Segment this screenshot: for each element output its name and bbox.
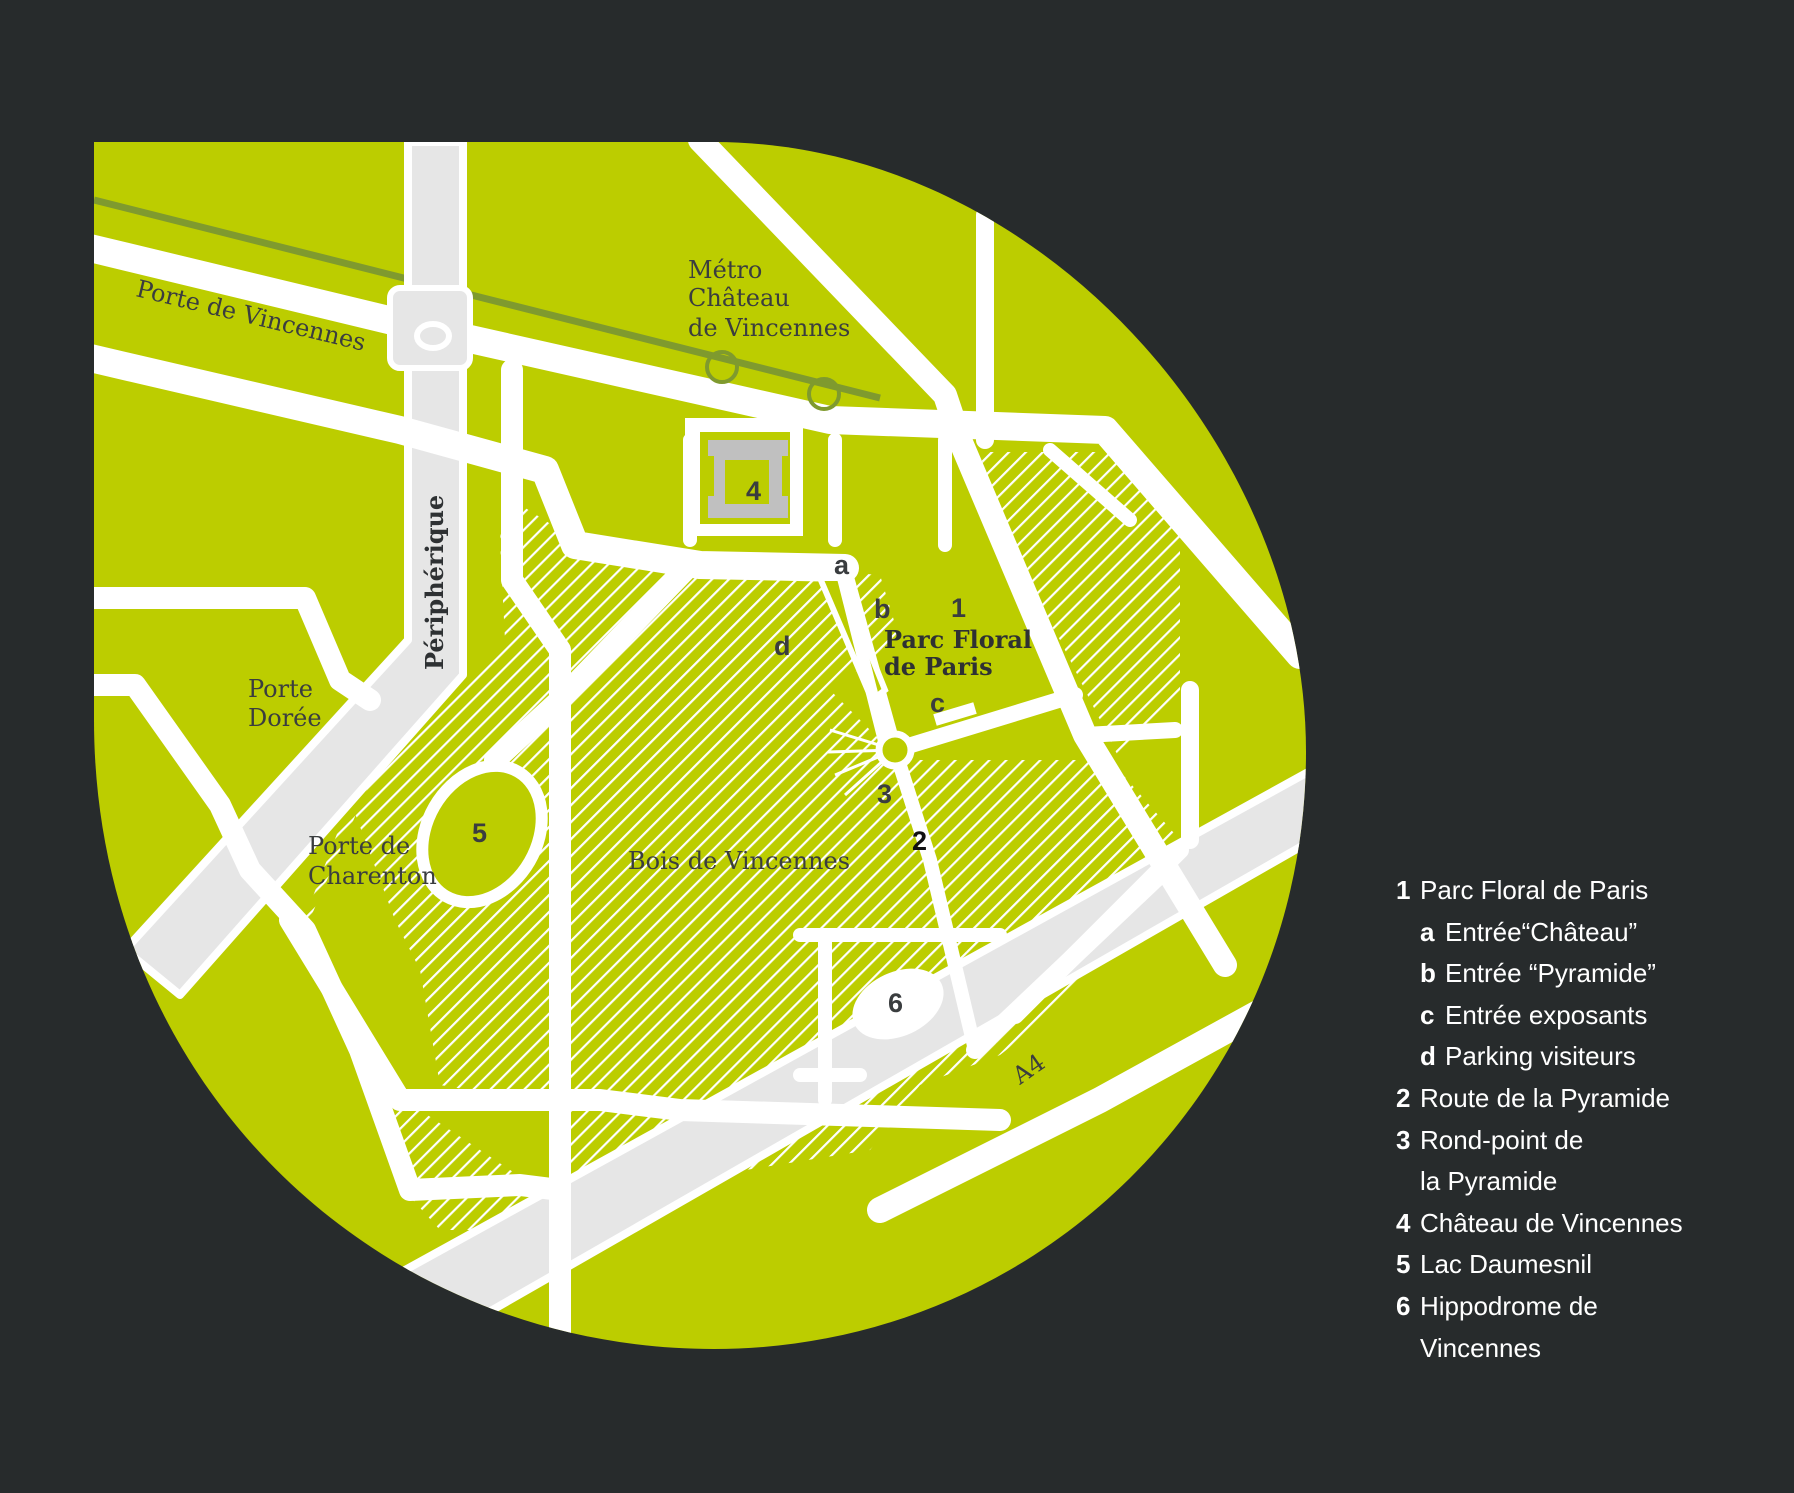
chateau-de-vincennes-block: [685, 418, 803, 536]
label-metro-de-vincennes: de Vincennes: [688, 314, 850, 342]
legend-key: c: [1420, 999, 1435, 1030]
legend-text: Route de la Pyramide: [1420, 1082, 1671, 1113]
label-porte-de-charenton-1: Porte de: [308, 832, 410, 860]
lac-daumesnil: [416, 759, 548, 909]
marker-b: b: [874, 594, 891, 624]
legend-text: Entrée“Château”: [1445, 916, 1638, 947]
legend-text: Château de Vincennes: [1420, 1207, 1683, 1238]
legend-item: d Parking visiteurs: [1396, 1036, 1683, 1078]
legend-item: 6 Hippodrome de: [1396, 1286, 1683, 1328]
marker-5: 5: [472, 818, 487, 848]
legend-text: Entrée “Pyramide”: [1445, 958, 1656, 989]
legend-text: Parc Floral de Paris: [1420, 875, 1649, 905]
legend-key: 6: [1396, 1290, 1411, 1321]
legend-text: Rond-point de: [1420, 1124, 1584, 1155]
legend-text: Vincennes: [1420, 1332, 1541, 1363]
legend-text: Hippodrome de: [1420, 1290, 1598, 1321]
label-metro: Métro: [688, 256, 762, 284]
metro-station-icon: [705, 350, 739, 384]
legend-text: la Pyramide: [1420, 1166, 1558, 1197]
marker-c: c: [930, 688, 945, 718]
marker-4: 4: [746, 476, 761, 506]
label-bois-de-vincennes: Bois de Vincennes: [628, 847, 850, 875]
marker-3: 3: [877, 779, 892, 809]
label-porte-doree-2: Dorée: [248, 704, 322, 732]
marker-d: d: [774, 631, 791, 661]
metro-line: [94, 196, 881, 402]
marker-2: 2: [912, 826, 927, 856]
marker-6: 6: [888, 988, 903, 1018]
label-peripherique: Périphérique: [420, 495, 449, 670]
metro-station-icon: [807, 377, 841, 411]
legend-key: 4: [1396, 1207, 1411, 1238]
legend-item: a Entrée“Château”: [1396, 912, 1683, 954]
label-parc-floral-1: Parc Floral: [884, 625, 1032, 654]
label-parc-floral-2: de Paris: [884, 652, 993, 681]
label-metro-chateau: Château: [688, 284, 790, 312]
legend-item: 1 Parc Floral de Paris: [1396, 870, 1683, 912]
legend-key: 5: [1396, 1249, 1411, 1280]
legend-item: 2 Route de la Pyramide: [1396, 1078, 1683, 1120]
label-porte-de-charenton-2: Charenton: [308, 862, 437, 890]
legend-text: Lac Daumesnil: [1420, 1249, 1592, 1280]
legend-item: b Entrée “Pyramide”: [1396, 953, 1683, 995]
porte-vincennes-roundabout: [387, 285, 473, 371]
marker-1: 1: [951, 593, 966, 623]
legend-key: 3: [1396, 1124, 1411, 1155]
legend-key: 2: [1396, 1082, 1411, 1113]
marker-a: a: [834, 550, 850, 580]
legend-key: b: [1420, 958, 1436, 989]
rond-point-pyramide: [827, 728, 915, 797]
legend-item: c Entrée exposants: [1396, 995, 1683, 1037]
roads: [94, 142, 1306, 1349]
legend-item: 4 Château de Vincennes: [1396, 1203, 1683, 1245]
legend-item: la Pyramide: [1396, 1161, 1683, 1203]
legend-key: a: [1420, 916, 1435, 947]
legend-key: 1: [1396, 875, 1411, 905]
label-porte-doree-1: Porte: [248, 675, 313, 703]
hippodrome-de-vincennes: [852, 968, 944, 1040]
legend-item: 5 Lac Daumesnil: [1396, 1244, 1683, 1286]
legend-text: Parking visiteurs: [1445, 1041, 1636, 1072]
legend: 1 Parc Floral de Paris a Entrée“Château” b…: [1396, 870, 1683, 1369]
legend-key: d: [1420, 1041, 1436, 1072]
legend-text: Entrée exposants: [1445, 999, 1648, 1030]
parc-floral-paths: [815, 564, 977, 747]
legend-item: 3 Rond-point de: [1396, 1120, 1683, 1162]
legend-item: Vincennes: [1396, 1328, 1683, 1370]
